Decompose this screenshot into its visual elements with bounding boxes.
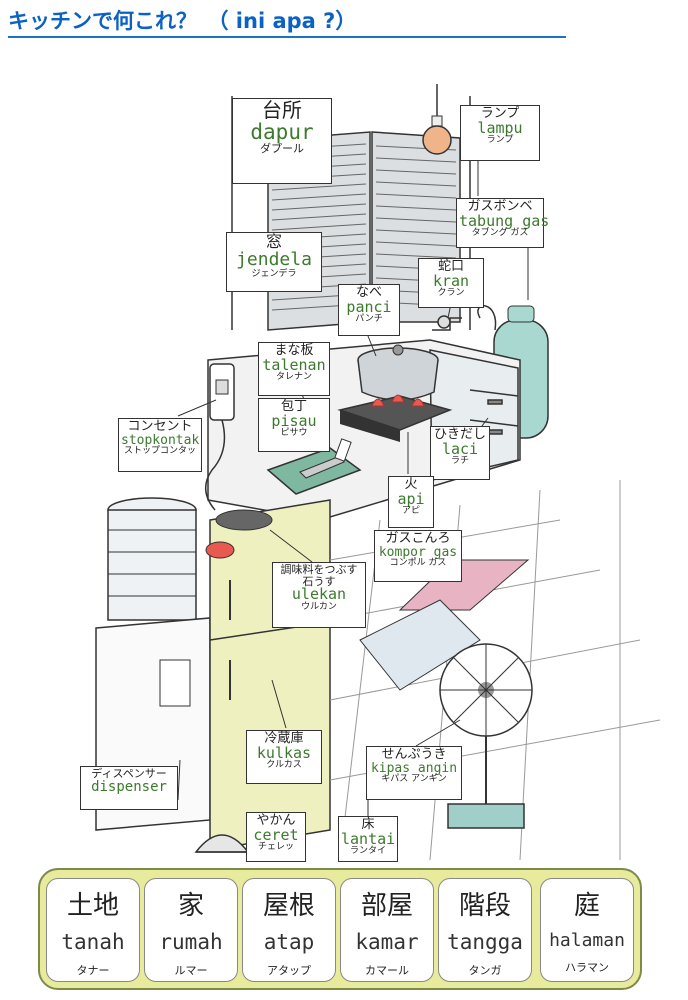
label-kipas-angin: せんぷうき kipas angin キパス アンギン	[366, 746, 462, 800]
rug-icon	[359, 559, 530, 691]
label-kompor-gas: ガスこんろ kompor gas コンポル ガス	[374, 530, 462, 582]
label-lantai: 床 lantai ランタイ	[338, 816, 398, 862]
fan-icon	[439, 643, 533, 829]
label-lampu: ランプ lampu ランプ	[460, 105, 540, 161]
vocab-card-tangga: 階段 tangga タンガ	[438, 878, 532, 982]
vocab-card-atap: 屋根 atap アタップ	[242, 878, 336, 982]
vocab-card-halaman: 庭 halaman ハラマン	[540, 878, 634, 982]
label-kran: 蛇口 kran クラン	[418, 258, 484, 308]
label-talenan: まな板 talenan タレナン	[258, 342, 330, 396]
faucet-icon	[432, 305, 497, 331]
label-tabung-gas: ガスボンベ tabung gas タブング ガス	[456, 198, 549, 248]
lamp-icon	[422, 84, 452, 155]
label-pisau: 包丁 pisau ピサウ	[258, 398, 330, 452]
label-dispenser: ディスペンサー dispenser	[80, 766, 178, 810]
pot-icon	[357, 344, 439, 401]
label-laci: ひきだし laci ラチ	[430, 426, 490, 480]
label-stopkontak: コンセント stopkontak ストップコンタッ	[118, 418, 202, 472]
label-dapur: 台所 dapur ダプール	[232, 98, 332, 184]
mortar-icon	[205, 509, 273, 559]
label-ulekan: 調味料をつぶす 石うす ulekan ウルカン	[272, 562, 366, 628]
fire-icon	[371, 394, 425, 407]
kettle-icon	[194, 834, 250, 853]
outlet-icon	[205, 363, 235, 511]
label-kulkas: 冷蔵庫 kulkas クルカス	[246, 730, 322, 784]
label-panci: なべ panci パンチ	[338, 284, 400, 336]
label-api: 火 api アピ	[388, 476, 434, 528]
label-jendela: 窓 jendela ジェンデラ	[226, 232, 322, 292]
page-title: キッチンで何これ？ （ ini apa ?）	[8, 6, 566, 38]
label-ceret: やかん ceret チェレッ	[246, 812, 306, 862]
knife-icon	[299, 438, 352, 479]
vocab-card-kamar: 部屋 kamar カマール	[340, 878, 434, 982]
vocab-card-tanah: 土地 tanah タナー	[46, 878, 140, 982]
vocab-card-rumah: 家 rumah ルマー	[144, 878, 238, 982]
